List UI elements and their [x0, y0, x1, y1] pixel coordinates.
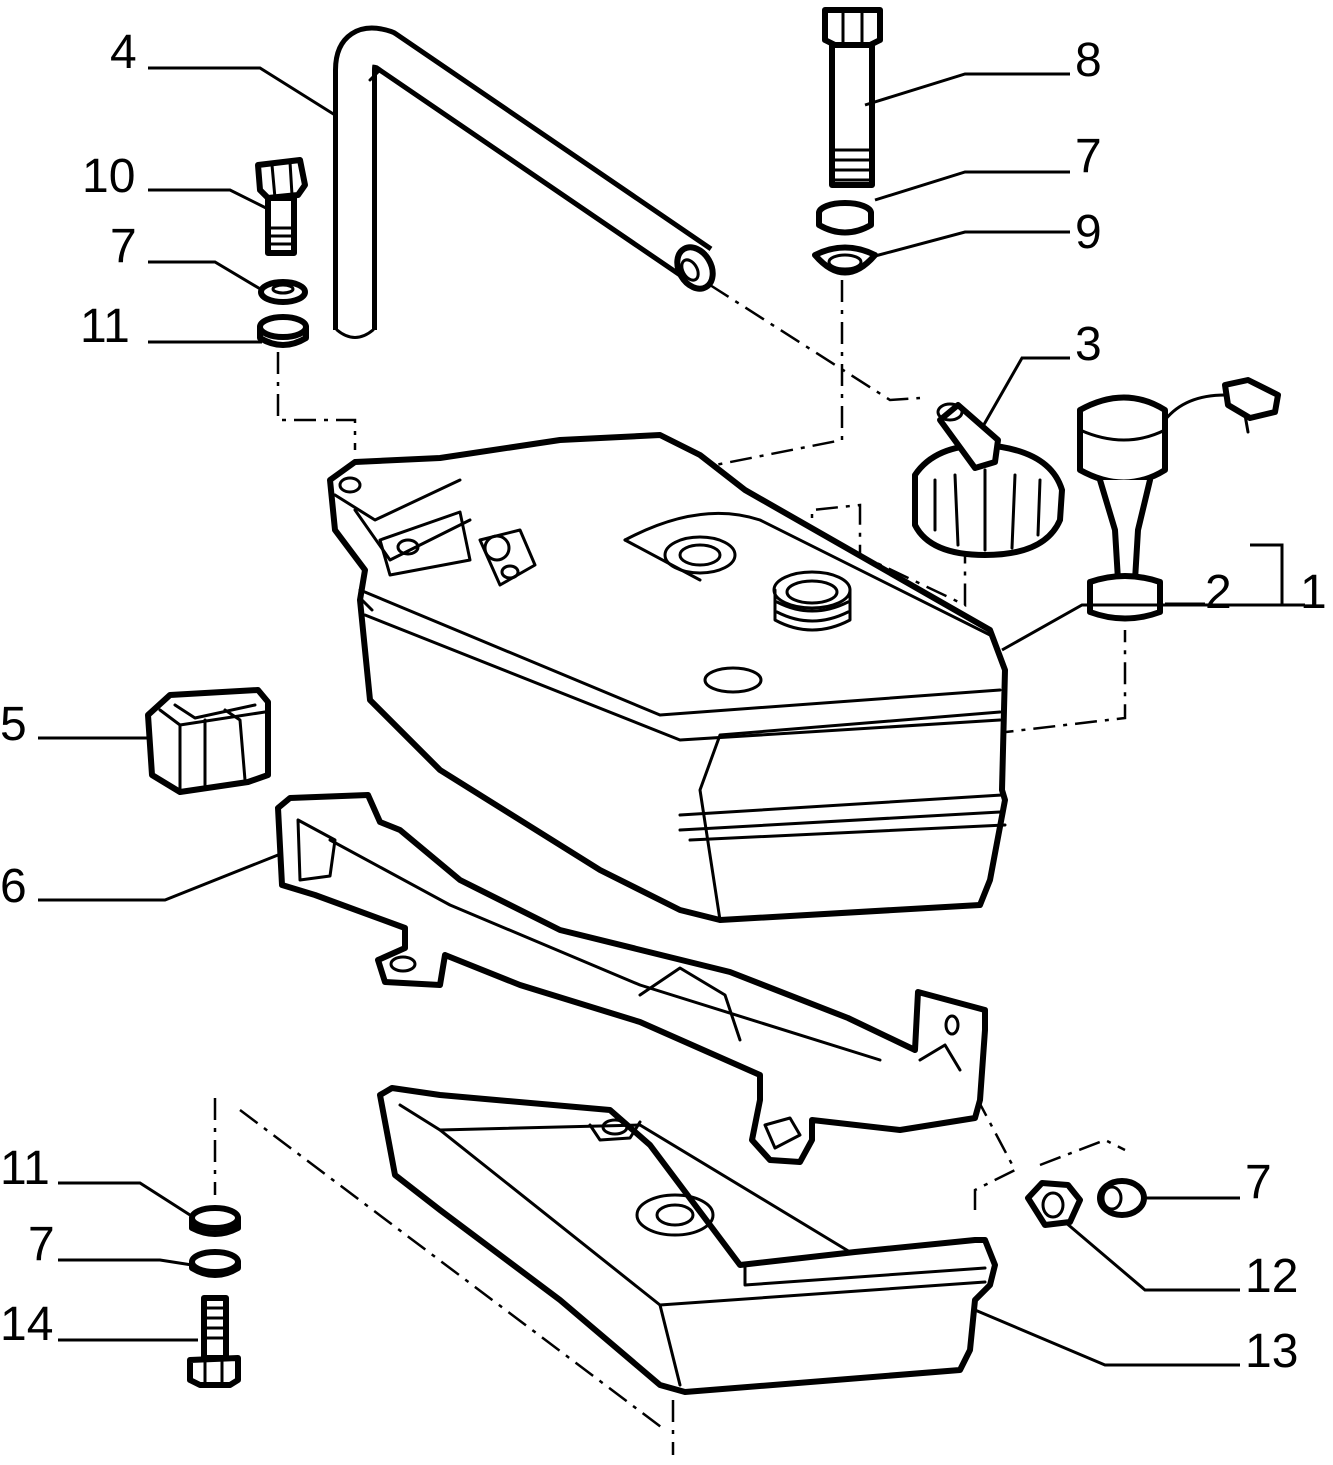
callout-7-left: 7 [110, 220, 137, 273]
part-9-cup-washer [812, 244, 878, 276]
callout-6: 6 [0, 860, 27, 913]
part-11-spacer-bottom [189, 1205, 241, 1237]
part-7-washer-top [816, 200, 874, 236]
part-3-filler-cap [912, 402, 1065, 558]
callout-2: 2 [1205, 566, 1232, 619]
callout-11-bottom: 11 [0, 1142, 50, 1195]
callout-11-top: 11 [80, 300, 130, 353]
part-13-tray [377, 1085, 998, 1395]
part-7-washer-right [1097, 1178, 1147, 1218]
callout-7-top: 7 [1075, 130, 1102, 183]
callout-13: 13 [1245, 1325, 1298, 1378]
callout-8: 8 [1075, 34, 1102, 87]
part-1-tank [327, 432, 1008, 923]
callout-labels: 4 8 10 7 7 9 11 3 2 1 5 6 11 7 14 7 12 1… [0, 26, 1327, 1378]
callout-14: 14 [0, 1298, 53, 1351]
callout-1: 1 [1300, 566, 1327, 619]
callout-5: 5 [0, 698, 27, 751]
callout-10: 10 [82, 150, 135, 203]
callout-9: 9 [1075, 206, 1102, 259]
part-10-bolt [255, 157, 308, 256]
part-14-bolt [187, 1295, 241, 1388]
callout-12: 12 [1245, 1250, 1298, 1303]
part-11-spacer-left [257, 314, 309, 348]
callout-4: 4 [110, 26, 137, 79]
callout-7-right: 7 [1245, 1156, 1272, 1209]
part-12-nut [1025, 1180, 1083, 1228]
part-2-level-sensor [1077, 377, 1281, 622]
part-8-bolt [822, 7, 883, 188]
part-7-washer-bottom [189, 1249, 241, 1278]
part-4-hose [333, 25, 716, 339]
leader-lines [38, 66, 1305, 1367]
part-5-clip [145, 687, 271, 795]
callout-7-bottom: 7 [28, 1218, 55, 1271]
callout-3: 3 [1075, 318, 1102, 371]
part-6-support-bracket [275, 792, 988, 1165]
part-7-washer-left [258, 279, 308, 305]
